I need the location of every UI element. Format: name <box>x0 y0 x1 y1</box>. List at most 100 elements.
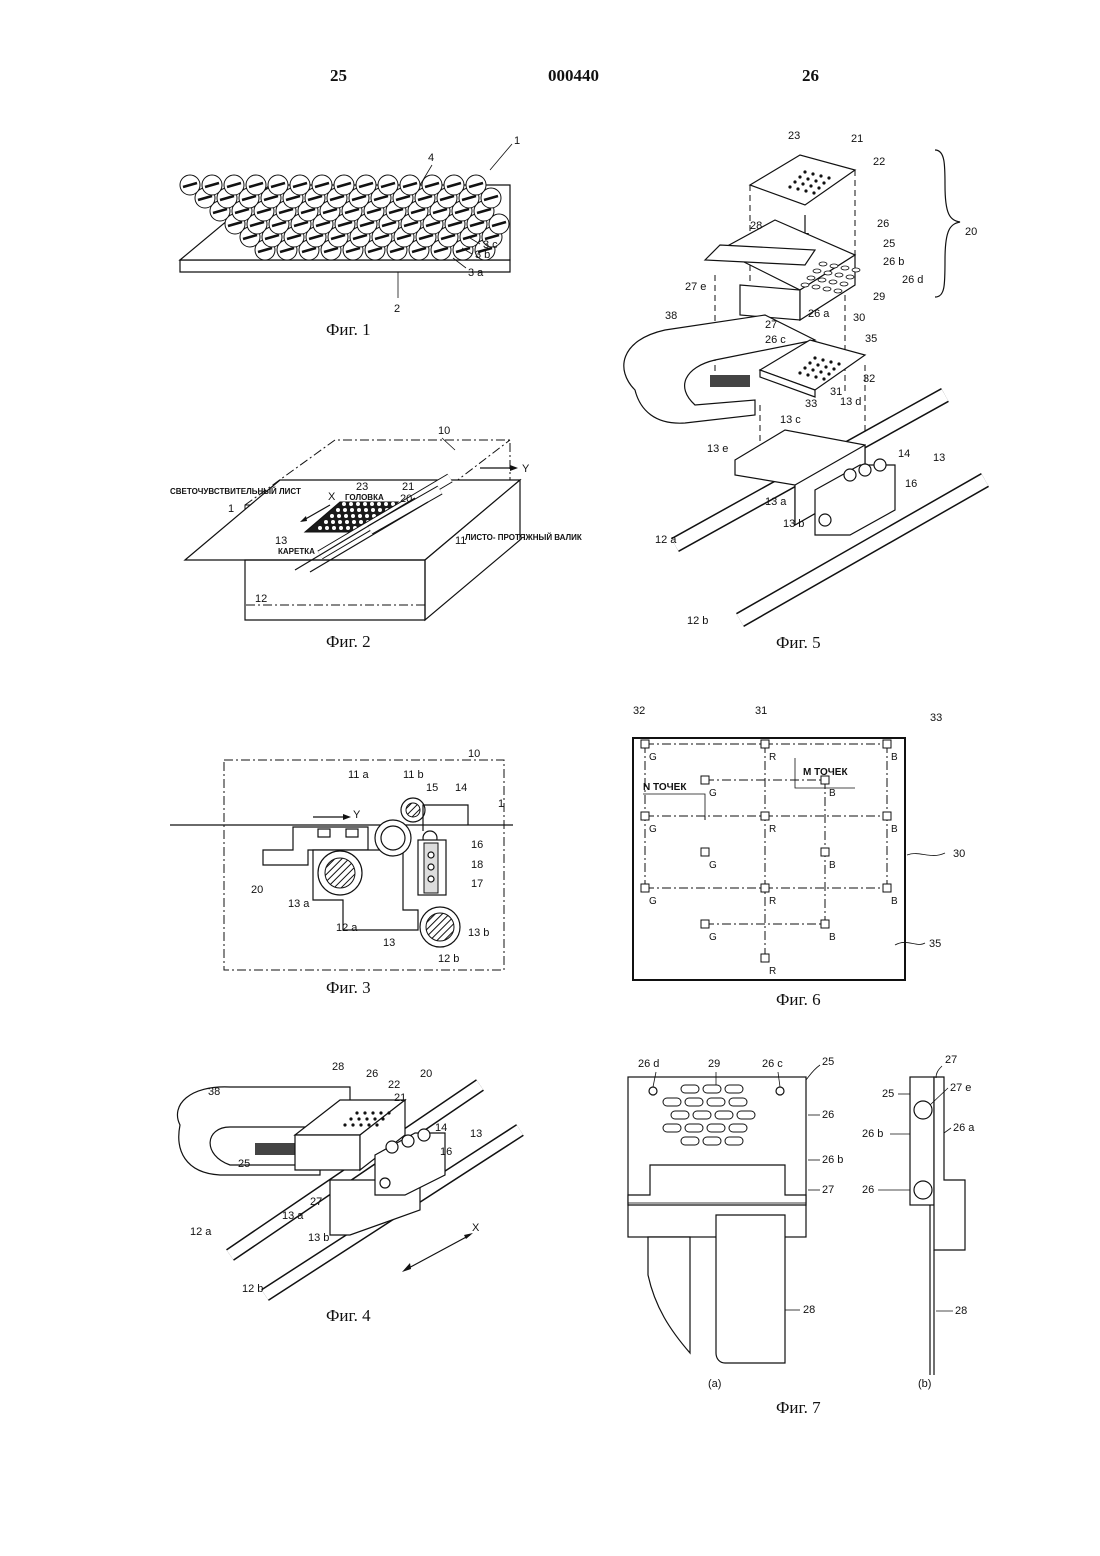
slot-29 <box>663 1098 681 1106</box>
fig4-label-12b: 12 b <box>242 1283 263 1295</box>
head-dot <box>827 176 830 179</box>
slot-29 <box>725 1137 743 1145</box>
slot-29 <box>818 278 826 282</box>
fig5-label-13: 13 <box>933 452 945 464</box>
plate-dot <box>832 367 835 370</box>
dot-b <box>883 812 891 820</box>
head-dot <box>801 182 804 185</box>
figure-2-caption: Фиг. 2 <box>326 632 371 652</box>
slot-29 <box>807 276 815 280</box>
fig3-label-17: 17 <box>471 878 483 890</box>
fig5-label-28: 28 <box>750 220 762 232</box>
fig5-label-26a: 26 a <box>808 308 830 320</box>
fig4-label-21: 21 <box>394 1092 406 1104</box>
fig3-label-1: 1 <box>498 798 504 810</box>
head-dot <box>344 514 348 518</box>
fig2-text-carriage: КАРЕТКА <box>278 547 315 556</box>
slot-29 <box>685 1124 703 1132</box>
dot-label-g: G <box>649 752 657 763</box>
figure-3-drawing: 10 11 a 11 b 15 14 1 Y 16 18 17 20 13 a … <box>168 735 528 980</box>
fig5-label-13a: 13 a <box>765 496 787 508</box>
dot-g <box>641 884 649 892</box>
dot-g <box>701 920 709 928</box>
fig7-label-28: 28 <box>803 1304 815 1316</box>
fig7-label-a: (a) <box>708 1378 721 1390</box>
fig2-label-13: 13 <box>275 535 287 547</box>
head-dot <box>337 514 341 518</box>
plate-dot <box>821 358 824 361</box>
head-dot <box>336 508 340 512</box>
dot-label-g: G <box>709 932 717 943</box>
fig3-label-15: 15 <box>426 782 438 794</box>
fig5-label-26c: 26 c <box>765 334 786 346</box>
plate-dot <box>814 375 817 378</box>
dot-label-r: R <box>769 896 776 907</box>
fig6-label-32: 32 <box>633 705 645 717</box>
head-dot <box>332 526 336 530</box>
figure-1-drawing: 4 1 3 c 3 b 3 a 2 <box>170 130 530 325</box>
dot-label-b: B <box>829 860 836 871</box>
head-dot <box>793 180 796 183</box>
fig2-label-x: X <box>328 491 336 503</box>
fig7-label-26b: 26 b <box>822 1154 843 1166</box>
dot-b <box>883 884 891 892</box>
dot-label-b: B <box>891 752 898 763</box>
figure-4-drawing: 28 26 20 38 22 21 14 13 16 25 27 13 a 12… <box>170 1055 530 1305</box>
slot-29 <box>707 1124 725 1132</box>
slot-29 <box>737 1111 755 1119</box>
fig5-label-33: 33 <box>805 398 817 410</box>
head-dot <box>357 508 361 512</box>
dot-b <box>821 848 829 856</box>
head-dot <box>364 508 368 512</box>
figure-3-caption: Фиг. 3 <box>326 978 371 998</box>
head-dot <box>806 177 809 180</box>
dot-r <box>761 740 769 748</box>
fig2-text-sheet: СВЕТОЧУВСТВИТЕЛЬНЫЙ ЛИСТ <box>170 487 301 496</box>
fig6-text-n-dots: N ТОЧЕК <box>643 782 687 793</box>
fig3-label-18: 18 <box>471 859 483 871</box>
head-dot <box>363 502 367 506</box>
dot-label-g: G <box>709 788 717 799</box>
dot-label-b: B <box>829 788 836 799</box>
slot-29 <box>840 282 848 286</box>
head-dot <box>359 520 363 524</box>
fig5-label-27e: 27 e <box>685 281 706 293</box>
fig6-label-30: 30 <box>953 848 965 860</box>
fig5-label-13d: 13 d <box>840 396 861 408</box>
fig7-label-b-26b: 26 b <box>862 1128 883 1140</box>
fig4-label-25: 25 <box>238 1158 250 1170</box>
fig5-label-21: 21 <box>851 133 863 145</box>
dot-r <box>761 954 769 962</box>
carriage-13 <box>735 430 895 535</box>
fig5-label-16: 16 <box>905 478 917 490</box>
dot-grid: GRBGBGRBGBGRBGBR <box>641 740 898 977</box>
fig5-label-32: 32 <box>863 373 875 385</box>
fig7-label-25: 25 <box>822 1056 834 1068</box>
figure-6-caption: Фиг. 6 <box>776 990 821 1010</box>
dot-label-b: B <box>829 932 836 943</box>
head-dot <box>359 1123 362 1126</box>
fig5-label-26b: 26 b <box>883 256 904 268</box>
dot-label-b: B <box>891 824 898 835</box>
plate-dot <box>829 360 832 363</box>
head-dot <box>343 1123 346 1126</box>
dot-g <box>641 740 649 748</box>
head-dot <box>811 172 814 175</box>
fig7-label-26d: 26 d <box>638 1058 659 1070</box>
fig4-label-13: 13 <box>470 1128 482 1140</box>
slot-29 <box>801 283 809 287</box>
fig5-label-29: 29 <box>873 291 885 303</box>
slot-29 <box>729 1124 747 1132</box>
fig4-label-26: 26 <box>366 1068 378 1080</box>
fig5-label-12b: 12 b <box>687 615 708 627</box>
head-dot <box>384 502 388 506</box>
fig7-label-b-26a: 26 a <box>953 1122 975 1134</box>
fig4-label-27: 27 <box>310 1196 322 1208</box>
fig2-label-y: Y <box>522 463 530 475</box>
head-dot <box>812 191 815 194</box>
head-dot <box>339 526 343 530</box>
fig2-label-1: 1 <box>228 503 234 515</box>
fig4-label-13a: 13 a <box>282 1210 304 1222</box>
fig2-label-20: 20 <box>400 493 412 505</box>
head-dot <box>356 502 360 506</box>
